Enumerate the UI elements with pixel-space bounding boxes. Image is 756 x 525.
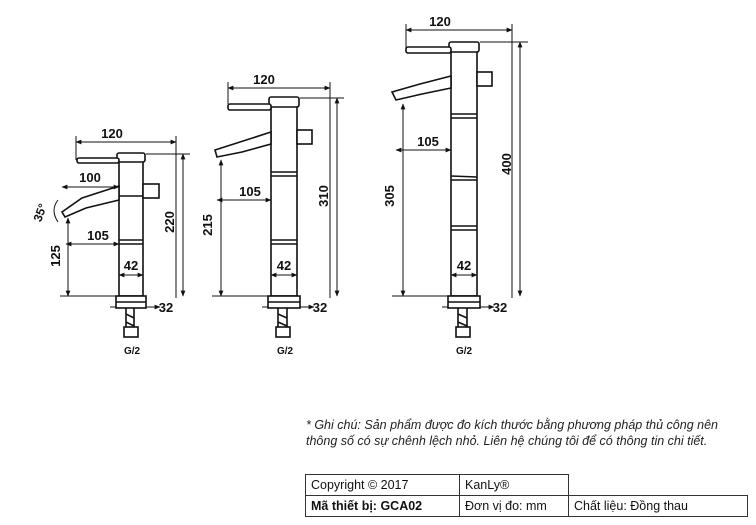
- faucet-medium-outlet-height-label: 215: [200, 214, 215, 236]
- faucet-short-body-diameter-label: 42: [124, 258, 138, 273]
- faucet-medium-width-label: 120: [253, 72, 275, 87]
- faucet-short-reach-label: 105: [87, 228, 109, 243]
- faucet-tall-thread-label: G/2: [456, 346, 473, 357]
- faucet-tall-body-diameter-label: 42: [457, 258, 471, 273]
- faucet-short-outlet-height-label: 125: [48, 245, 63, 267]
- model-cell: Mã thiết bị: GCA02: [305, 495, 460, 517]
- faucet-tall-outlet-height-label: 305: [382, 185, 397, 207]
- faucet-medium-total-height-label: 310: [316, 185, 331, 207]
- info-row-1: Copyright © 2017 KanLy®: [305, 474, 748, 496]
- brand-cell: KanLy®: [459, 474, 569, 496]
- faucet-medium-thread-label: G/2: [277, 346, 294, 357]
- faucet-short-base-diameter-label: 32: [159, 300, 173, 315]
- faucet-tall-total-height-label: 400: [499, 153, 514, 175]
- faucet-dimension-drawing: 120 100 35° 105 125 220 42 32 G/2: [31, 14, 528, 357]
- empty-cell: [569, 475, 748, 496]
- info-row-2: Mã thiết bị: GCA02 Đơn vị đo: mm Chất li…: [305, 495, 748, 517]
- material-cell: Chất liệu: Đồng thau: [568, 495, 748, 517]
- faucet-short-total-height-label: 220: [162, 211, 177, 233]
- faucet-short-spout-label: 100: [79, 170, 101, 185]
- faucet-tall-width-label: 120: [429, 14, 451, 29]
- faucet-medium-body-diameter-label: 42: [277, 258, 291, 273]
- faucet-medium-reach-label: 105: [239, 184, 261, 199]
- measurement-note: * Ghi chú: Sản phẩm được đo kích thước b…: [306, 418, 718, 448]
- product-info-table: Copyright © 2017 KanLy® Mã thiết bị: GCA…: [305, 474, 748, 517]
- faucet-tall-reach-label: 105: [417, 134, 439, 149]
- faucet-tall-base-diameter-label: 32: [493, 300, 507, 315]
- faucet-medium: [214, 96, 313, 338]
- faucet-tall: [390, 41, 493, 338]
- faucet-short-thread-label: G/2: [124, 346, 141, 357]
- faucet-short-width-label: 120: [101, 126, 123, 141]
- unit-cell: Đơn vị đo: mm: [459, 495, 569, 517]
- faucet-medium-base-diameter-label: 32: [313, 300, 327, 315]
- faucet-short: [60, 152, 160, 338]
- copyright-cell: Copyright © 2017: [305, 474, 460, 496]
- faucet-short-angle-label: 35°: [31, 202, 50, 224]
